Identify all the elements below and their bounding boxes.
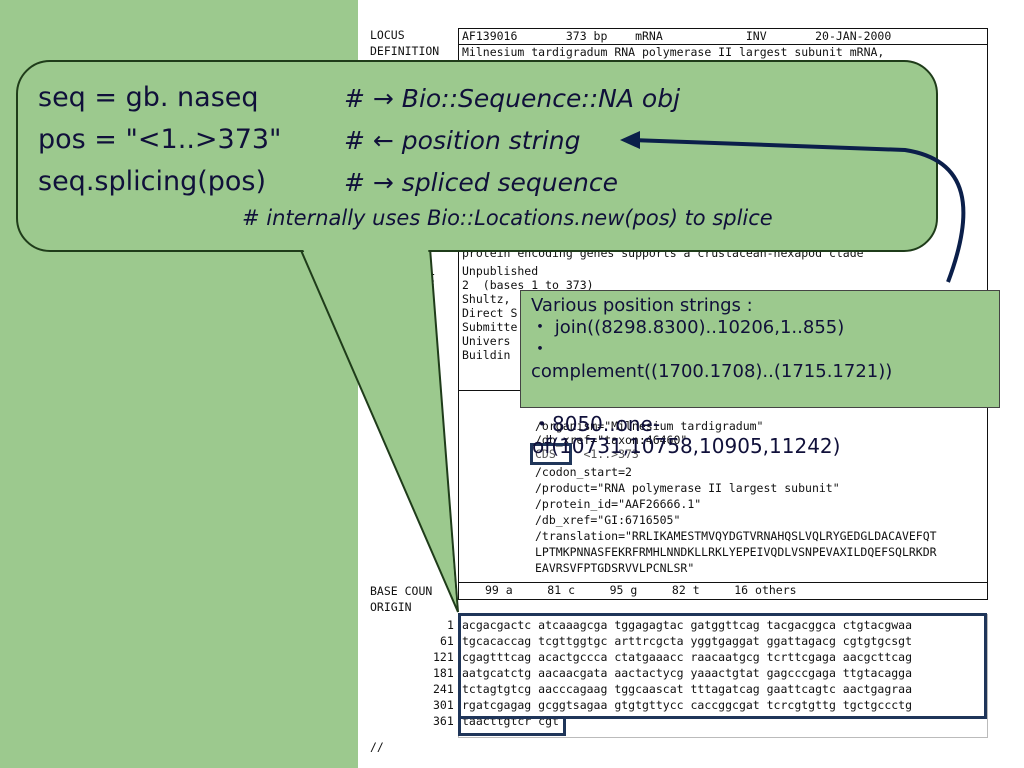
feature-line-cds: CDS <1..>373 bbox=[535, 447, 639, 461]
feature-line: /db_xref="taxon:46460" bbox=[535, 433, 688, 447]
terminator: // bbox=[370, 740, 384, 754]
reference-label: RENCE bbox=[400, 278, 435, 292]
title-label: LE bbox=[400, 306, 414, 320]
locus-value: AF139016 373 bp mRNA INV 20-JAN-2000 bbox=[462, 29, 892, 43]
feature-line: /codon_start=2 bbox=[535, 465, 632, 479]
reference-value: 2 (bases 1 to 373) bbox=[462, 278, 594, 292]
sequence-row-number: 181 bbox=[433, 666, 454, 680]
base-count-value: 99 a 81 c 95 g 82 t 16 others bbox=[485, 583, 797, 597]
code-comment-1: # → Bio::Sequence::NA obj bbox=[344, 84, 681, 113]
sequence-row-text: rgatcgagag gcggtsagaa gtgtgttycc caccggc… bbox=[462, 698, 913, 712]
feature-line: /translation="RRLIKAMESTMVQYDGTVRNAHQSLV… bbox=[535, 529, 937, 543]
position-strings-title: Various position strings : bbox=[531, 295, 753, 316]
position-string-item-overflow-2: of(10731,10758,10905,11242) bbox=[532, 434, 841, 458]
sequence-row-text: tgcacaccag tcgttggtgc arttrcgcta yggtgag… bbox=[462, 634, 913, 648]
feature-line: /protein_id="AAF26666.1" bbox=[535, 497, 702, 511]
sequence-row-text: tctagtgtcg aacccagaag tggcaascat tttagat… bbox=[462, 682, 913, 696]
sequence-row-number: 241 bbox=[433, 682, 454, 696]
features-label: ES bbox=[400, 376, 414, 390]
code-comment-2: # ← position string bbox=[344, 126, 581, 155]
feature-line: EAVRSVFPTGDSRVVLPCNLSR" bbox=[535, 561, 695, 575]
code-line-3: seq.splicing(pos) bbox=[38, 166, 266, 197]
journal2-value-2: Univers bbox=[462, 334, 511, 348]
position-string-item: ・ join((8298.8300)..10206,1..855) bbox=[531, 317, 845, 338]
journal2-value-1: Submitte bbox=[462, 320, 518, 334]
definition-value: Milnesium tardigradum RNA polymerase II … bbox=[462, 45, 885, 59]
sequence-row-number: 121 bbox=[433, 650, 454, 664]
feature-line: LPTMKPNNASFEKRFRMHLNNDKLLRKLYEPEIVQDLVSN… bbox=[535, 545, 937, 559]
definition-field: Milnesium tardigradum RNA polymerase II … bbox=[458, 44, 988, 62]
definition-label: DEFINITION bbox=[370, 44, 440, 58]
sequence-last-highlight-box bbox=[458, 717, 566, 736]
sequence-row-number: 1 bbox=[447, 618, 454, 632]
sequence-row-text: acgacgactc atcaaagcga tggagagtac gatggtt… bbox=[462, 618, 913, 632]
sequence-row-text: aatgcatctg aacaacgata aactactycg yaaactg… bbox=[462, 666, 913, 680]
sequence-row-number: 361 bbox=[433, 714, 454, 728]
code-line-1: seq = gb. naseq bbox=[38, 82, 259, 113]
journal-label: URNAL bbox=[400, 264, 435, 278]
position-strings-box: Various position strings : ・ join((8298.… bbox=[520, 290, 1000, 408]
journal-value: Unpublished bbox=[462, 264, 539, 278]
title-value: Direct S bbox=[462, 306, 518, 320]
sequence-row-number: 61 bbox=[440, 634, 454, 648]
sequence-row-text: cgagtttcag acactgccca ctatgaaacc raacaat… bbox=[462, 650, 913, 664]
code-line-2: pos = "<1..>373" bbox=[38, 124, 282, 155]
journal2-value-3: Buildin bbox=[462, 348, 511, 362]
base-count-field: 99 a 81 c 95 g 82 t 16 others bbox=[458, 582, 988, 600]
feature-line: /product="RNA polymerase II largest subu… bbox=[535, 481, 840, 495]
source-label: urce bbox=[400, 400, 428, 414]
feature-line: /organism="Milnesium tardigradum" bbox=[535, 419, 764, 433]
authors-value: Shultz, bbox=[462, 292, 511, 306]
origin-label: ORIGIN bbox=[370, 600, 412, 614]
location-highlight-box bbox=[530, 443, 572, 465]
authors-label: HORS bbox=[400, 292, 428, 306]
locus-label: LOCUS bbox=[370, 28, 405, 42]
position-string-item: complement((1700.1708)..(1715.1721)) bbox=[531, 361, 893, 382]
feature-line: /db_xref="GI:6716505" bbox=[535, 513, 681, 527]
journal2-label: RNAL bbox=[400, 320, 428, 334]
code-comment-4: # internally uses Bio::Locations.new(pos… bbox=[242, 206, 773, 230]
base-count-label: BASE COUN bbox=[370, 584, 433, 598]
position-string-item-overflow: ・8050..one- bbox=[532, 412, 661, 436]
sequence-highlight-box bbox=[458, 613, 987, 719]
code-comment-3: # → spliced sequence bbox=[344, 168, 618, 197]
position-string-item: ・ bbox=[531, 339, 549, 360]
sequence-row-number: 301 bbox=[433, 698, 454, 712]
